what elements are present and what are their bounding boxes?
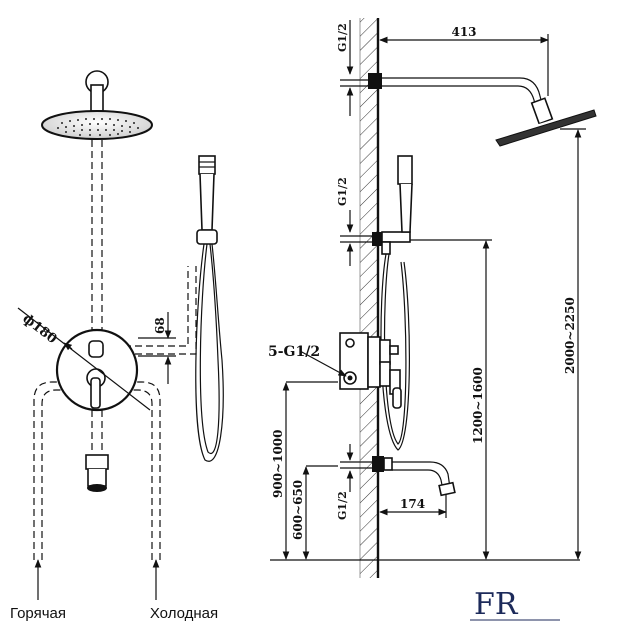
thread-dims: G1/2 G1/2 G1/2 [336,20,354,520]
arm-length-dimension: 413 [379,25,549,96]
spout-front [85,454,109,492]
arm-length-label: 413 [451,25,476,39]
height-shower-label: 2000~2250 [563,297,577,374]
cold-water-label: Холодная [150,605,218,622]
height-dimensions: 900~1000 600~650 1200~1600 2000~2250 [270,128,586,561]
height-mixer-label: 900~1000 [271,429,285,498]
rain-shower-head [41,110,153,140]
height-holder-label: 1200~1600 [471,367,485,444]
side-view: 5-G1/2 G1/2 G1/2 G1/2 413 [268,18,597,622]
mixer-plate-front [55,328,139,412]
diameter-label: ф180 [20,311,60,347]
supply-pipes-front [33,381,161,560]
spout-side [340,456,456,497]
hidden-pipe-up [91,140,103,338]
svg-text:FR: FR [474,587,519,622]
height-spout-label: 600~650 [291,480,305,540]
hand-shower-holder-side [340,231,411,255]
shower-arm-flange [85,70,109,112]
front-view: ф180 68 Горячая Холодная [10,70,224,622]
supply-arrows [34,559,160,600]
thread-low-label: G1/2 [336,491,349,520]
spout-length-dimension: 174 [379,494,447,518]
mixing-valve-side [339,332,402,409]
spout-length-label: 174 [400,497,425,511]
hand-shower-side [380,155,413,451]
offset-dimension: 68 [138,312,176,384]
hand-shower-front [195,155,224,462]
thread-mid-label: G1/2 [336,177,349,206]
thread-top-label: G1/2 [336,23,349,52]
offset-label: 68 [153,317,167,334]
wall [359,18,380,578]
hot-water-label: Горячая [10,605,66,622]
shower-arm-side [368,73,597,147]
brand-logo: FR [470,587,560,622]
valve-thread-label: 5-G1/2 [268,344,320,360]
